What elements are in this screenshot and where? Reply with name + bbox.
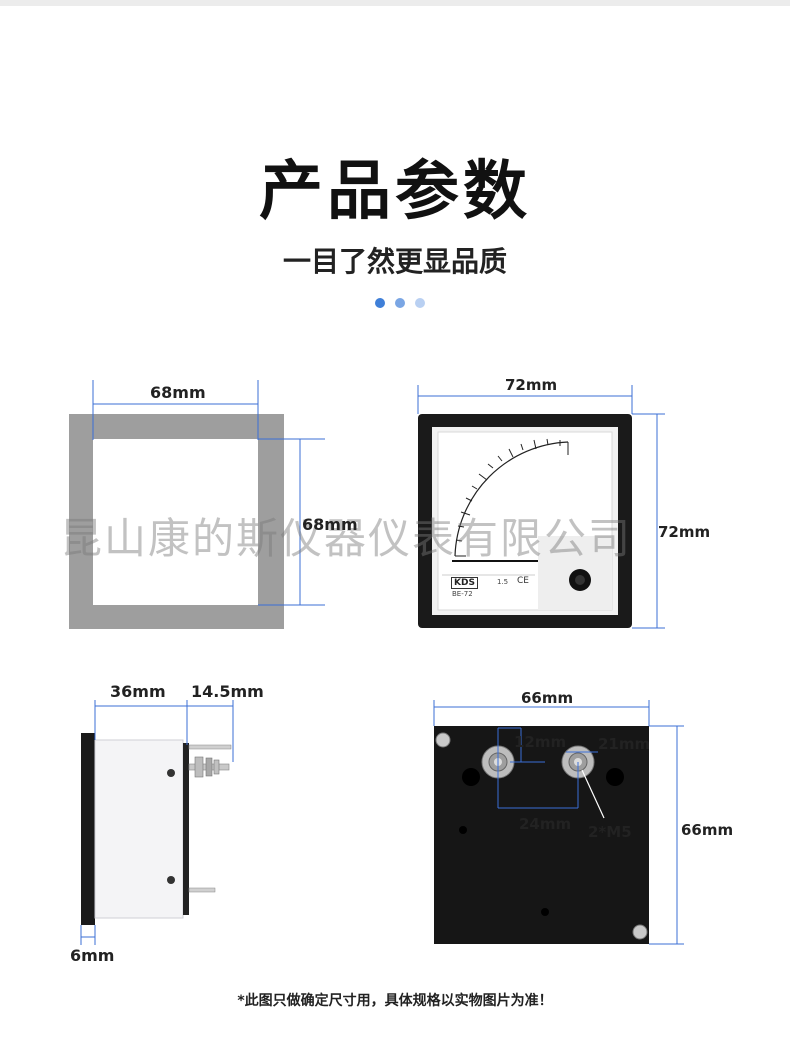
brand-logo: KDS bbox=[451, 577, 478, 589]
panel-cutout-drawing bbox=[69, 380, 325, 629]
cutout-height-label: 68mm bbox=[302, 515, 358, 534]
meter-rear-drawing bbox=[433, 700, 684, 945]
model-label: BE-72 bbox=[452, 590, 473, 598]
front-height-label: 72mm bbox=[658, 523, 711, 541]
meter-side-drawing bbox=[80, 700, 234, 945]
side-bezel-label: 6mm bbox=[70, 946, 115, 965]
page-subtitle: 一目了然更显品质 bbox=[282, 245, 507, 278]
front-width-label: 72mm bbox=[505, 376, 558, 394]
rear-height-label: 66mm bbox=[681, 821, 734, 839]
side-terminal-label: 14.5mm bbox=[191, 682, 264, 701]
pagination-dots bbox=[370, 298, 430, 310]
accuracy-class-label: 1.5 bbox=[497, 578, 509, 586]
top-bar bbox=[0, 0, 790, 6]
cutout-width-label: 68mm bbox=[150, 383, 206, 402]
meter-front-drawing bbox=[417, 385, 665, 629]
side-depth-label: 36mm bbox=[110, 682, 166, 701]
disclaimer-note: *此图只做确定尺寸用，具体规格以实物图片为准！ bbox=[237, 993, 553, 1009]
thread-size-label: 2*M5 bbox=[588, 823, 632, 841]
washer-diameter-label: 21mm bbox=[598, 735, 651, 753]
rear-width-label: 66mm bbox=[521, 689, 574, 707]
dot-1 bbox=[375, 298, 385, 308]
dot-2 bbox=[395, 298, 405, 308]
terminal-diameter-label: 12mm bbox=[514, 733, 567, 751]
ce-mark: CE bbox=[517, 576, 529, 586]
page-title: 产品参数 bbox=[259, 155, 531, 229]
dot-3 bbox=[415, 298, 425, 308]
terminal-spacing-label: 24mm bbox=[519, 815, 572, 833]
company-watermark: 昆山康的斯仪器仪表有限公司 bbox=[60, 514, 633, 563]
